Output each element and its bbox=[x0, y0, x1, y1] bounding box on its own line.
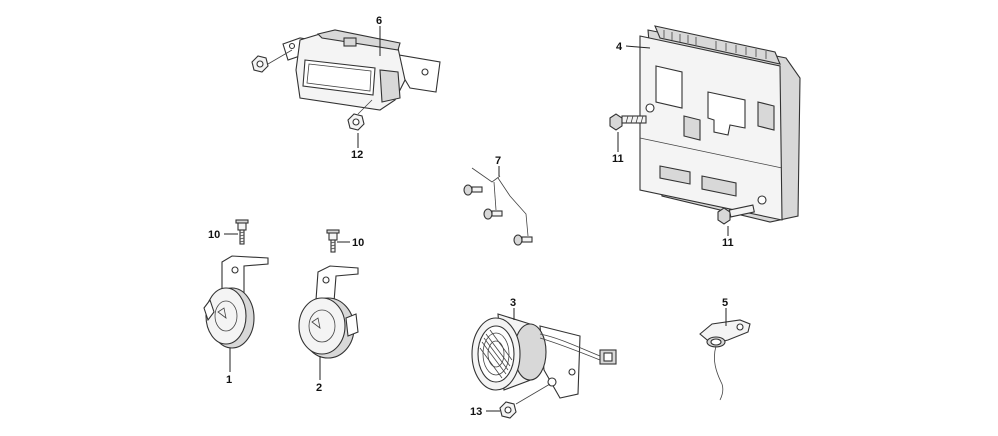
callout-6: 6 bbox=[376, 15, 382, 27]
clips-7 bbox=[463, 167, 533, 246]
callout-12: 12 bbox=[351, 149, 363, 161]
nut-left-of-6 bbox=[251, 49, 293, 73]
callout-11-lower: 11 bbox=[722, 237, 734, 249]
leader-lines bbox=[224, 26, 729, 412]
callout-2: 2 bbox=[316, 382, 322, 394]
callout-labels: 6 12 4 11 11 7 10 10 1 2 3 13 5 bbox=[208, 15, 734, 418]
bolt-11-upper bbox=[609, 113, 647, 131]
callout-10-right: 10 bbox=[352, 237, 364, 249]
nut-13 bbox=[499, 383, 551, 419]
sensor-5 bbox=[699, 319, 751, 401]
control-module-6 bbox=[282, 29, 441, 111]
callout-4: 4 bbox=[616, 41, 623, 53]
callout-10-left: 10 bbox=[208, 229, 220, 241]
siren-3 bbox=[471, 313, 617, 399]
callout-7: 7 bbox=[495, 155, 501, 167]
bolt-10-right bbox=[326, 229, 340, 253]
bolt-10-left bbox=[235, 219, 249, 245]
control-unit-4 bbox=[639, 25, 801, 223]
callout-1: 1 bbox=[226, 374, 232, 386]
callout-11-upper: 11 bbox=[612, 153, 624, 165]
callout-3: 3 bbox=[510, 297, 516, 309]
callout-5: 5 bbox=[722, 297, 728, 309]
horn-1 bbox=[203, 255, 269, 349]
nut-12 bbox=[347, 99, 373, 131]
bolt-11-lower bbox=[717, 204, 755, 225]
callout-13: 13 bbox=[470, 406, 482, 418]
horn-2 bbox=[298, 265, 359, 359]
